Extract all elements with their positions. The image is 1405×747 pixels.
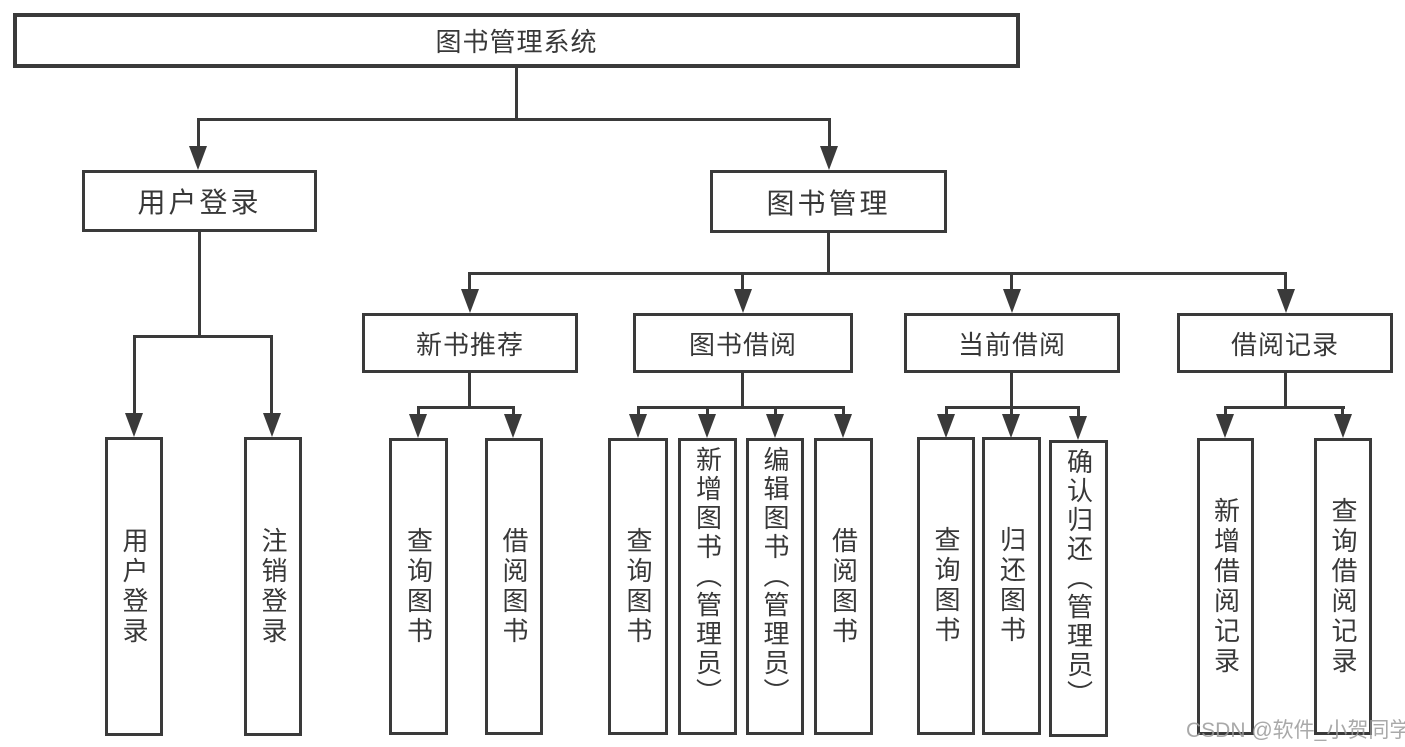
leaf-query-books-3: 查询图书 (917, 437, 975, 735)
leaf-label: 新增图书（管理员） (692, 446, 723, 707)
connector-borrow-records-drop-1 (1224, 406, 1227, 416)
leaf-borrow-books-1: 借阅图书 (485, 438, 543, 735)
connector-root-drop-left (197, 118, 200, 148)
arrowhead (1002, 414, 1020, 438)
connector-current-borrow-drop-3 (1077, 406, 1080, 416)
connector-book-mgmt-stem (827, 233, 830, 272)
connector-current-borrow-drop-1 (945, 406, 948, 416)
connector-book-borrow-drop-4 (842, 406, 845, 416)
arrowhead (1334, 414, 1352, 438)
connector-root-drop-right (828, 118, 831, 148)
connector-new-books-stem (468, 373, 471, 406)
node-borrow-records-label: 借阅记录 (1230, 329, 1339, 360)
leaf-add-borrow-record: 新增借阅记录 (1197, 438, 1254, 735)
connector-current-borrow-stem (1010, 373, 1013, 406)
connector-user-login-drop-right (270, 335, 273, 415)
leaf-label: 确认归还（管理员） (1063, 448, 1094, 709)
node-user-login: 用户登录 (82, 170, 317, 232)
arrowhead (766, 414, 784, 438)
arrowhead (409, 414, 427, 438)
arrowhead (504, 414, 522, 438)
arrowhead (461, 289, 479, 313)
leaf-label: 归还图书 (996, 526, 1027, 646)
arrowhead (820, 146, 838, 170)
node-user-login-label: 用户登录 (137, 187, 262, 218)
node-borrow-records: 借阅记录 (1177, 313, 1393, 373)
connector-root-stem (515, 68, 518, 118)
csdn-watermark: CSDN @软件_小贺同学 (1186, 719, 1405, 742)
connector-book-borrow-drop-2 (706, 406, 709, 416)
leaf-return-books: 归还图书 (982, 437, 1041, 735)
connector-user-login-drop-left (133, 335, 136, 415)
arrowhead (1069, 416, 1087, 440)
leaf-label: 查询图书 (403, 526, 434, 647)
leaf-label: 新增借阅记录 (1210, 496, 1241, 677)
connector-book-borrow-stem (741, 373, 744, 406)
leaf-label: 查询图书 (623, 526, 653, 647)
connector-root-bar (197, 118, 831, 121)
arrowhead (937, 414, 955, 438)
leaf-borrow-books-2: 借阅图书 (814, 438, 873, 735)
leaf-add-books-admin: 新增图书（管理员） (678, 438, 737, 735)
connector-book-mgmt-bar (468, 272, 1287, 275)
connector-borrow-records-stem (1284, 373, 1287, 406)
leaf-label: 借阅图书 (499, 526, 529, 647)
node-book-borrow: 图书借阅 (633, 313, 853, 373)
connector-new-books-drop-2 (512, 406, 515, 416)
leaf-query-books-2: 查询图书 (608, 438, 668, 735)
leaf-query-books-1: 查询图书 (389, 438, 448, 735)
leaf-query-borrow-record: 查询借阅记录 (1314, 438, 1372, 735)
arrowhead (1003, 289, 1021, 313)
arrowhead (734, 289, 752, 313)
connector-user-login-stem (198, 232, 201, 335)
connector-current-borrow-drop-2 (1010, 406, 1013, 416)
connector-user-login-bar (133, 335, 273, 338)
connector-new-books-drop-1 (417, 406, 420, 416)
arrowhead (698, 414, 716, 438)
node-new-book-recommend-label: 新书推荐 (415, 329, 524, 360)
leaf-label: 查询图书 (931, 526, 961, 646)
connector-new-books-bar (417, 406, 515, 409)
connector-book-borrow-drop-3 (774, 406, 777, 416)
arrowhead (189, 146, 207, 170)
leaf-label: 编辑图书（管理员） (760, 446, 790, 707)
node-current-borrow: 当前借阅 (904, 313, 1120, 373)
leaf-edit-books-admin: 编辑图书（管理员） (746, 438, 804, 735)
connector-book-mgmt-drop-1 (468, 272, 471, 292)
node-root: 图书管理系统 (13, 13, 1020, 68)
leaf-logout: 注销登录 (244, 437, 302, 736)
connector-book-mgmt-drop-4 (1284, 272, 1287, 292)
connector-book-borrow-drop-1 (637, 406, 640, 416)
node-book-management: 图书管理 (710, 170, 947, 233)
leaf-user-login: 用户登录 (105, 437, 163, 736)
connector-borrow-records-drop-2 (1341, 406, 1344, 416)
node-new-book-recommend: 新书推荐 (362, 313, 578, 373)
arrowhead (1277, 289, 1295, 313)
leaf-label: 用户登录 (119, 526, 149, 647)
leaf-label: 查询借阅记录 (1328, 496, 1358, 677)
connector-book-mgmt-drop-2 (741, 272, 744, 292)
node-book-management-label: 图书管理 (766, 187, 891, 219)
node-current-borrow-label: 当前借阅 (957, 329, 1066, 360)
connector-book-borrow-bar (637, 406, 845, 409)
connector-book-mgmt-drop-3 (1010, 272, 1013, 292)
node-root-label: 图书管理系统 (435, 27, 598, 57)
node-book-borrow-label: 图书借阅 (688, 329, 797, 360)
leaf-confirm-return-admin: 确认归还（管理员） (1049, 440, 1108, 737)
leaf-label: 注销登录 (258, 526, 288, 647)
connector-borrow-records-bar (1224, 406, 1345, 409)
arrowhead (1216, 414, 1234, 438)
leaf-label: 借阅图书 (828, 526, 859, 647)
arrowhead (629, 414, 647, 438)
arrowhead (834, 414, 852, 438)
arrowhead (125, 413, 143, 437)
arrowhead (263, 413, 281, 437)
